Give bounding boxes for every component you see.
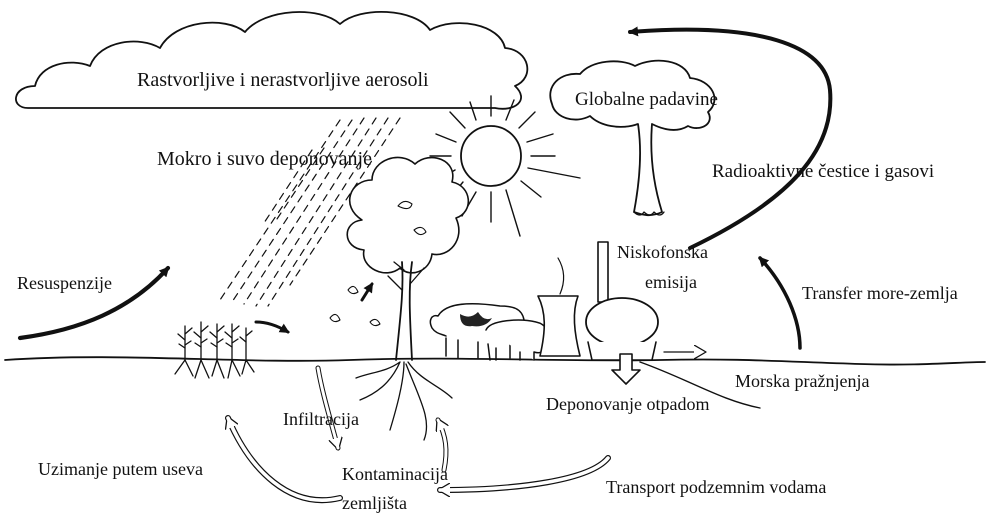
tree-icon [330, 157, 468, 440]
cooling-towers-icon [538, 258, 580, 356]
label-resuspension: Resuspenzije [17, 274, 112, 293]
label-global-fallout: Globalne padavine [575, 90, 718, 110]
cattle-icon [430, 304, 549, 360]
label-soil-contamination-1: Kontaminacija [342, 465, 448, 484]
label-sea-discharges: Morska pražnjenja [735, 372, 869, 391]
label-low-level-emission-2: emisija [645, 273, 697, 292]
crop-plants-icon [175, 322, 254, 378]
label-sea-land-transfer: Transfer more-zemlja [802, 284, 958, 303]
label-soil-contamination-2: zemljišta [342, 494, 407, 513]
label-infiltration: Infiltracija [283, 410, 359, 429]
label-waste-disposal: Deponovanje otpadom [546, 395, 709, 414]
label-aerosols: Rastvorljive i nerastvorljive aerosoli [137, 70, 429, 91]
label-crop-uptake: Uzimanje putem useva [38, 460, 203, 479]
label-wet-dry-deposition: Mokro i suvo deponovanje [157, 149, 372, 170]
label-groundwater-transport: Transport podzemnim vodama [606, 478, 826, 497]
label-low-level-emission-1: Niskofonska [617, 243, 708, 262]
label-radioactive-particles: Radioaktivne čestice i gasovi [712, 162, 934, 182]
crop-arrow [256, 322, 288, 332]
sea-land-transfer-arrow [760, 258, 800, 348]
aerosol-cloud [16, 12, 527, 109]
mushroom-cloud-icon [550, 61, 714, 216]
